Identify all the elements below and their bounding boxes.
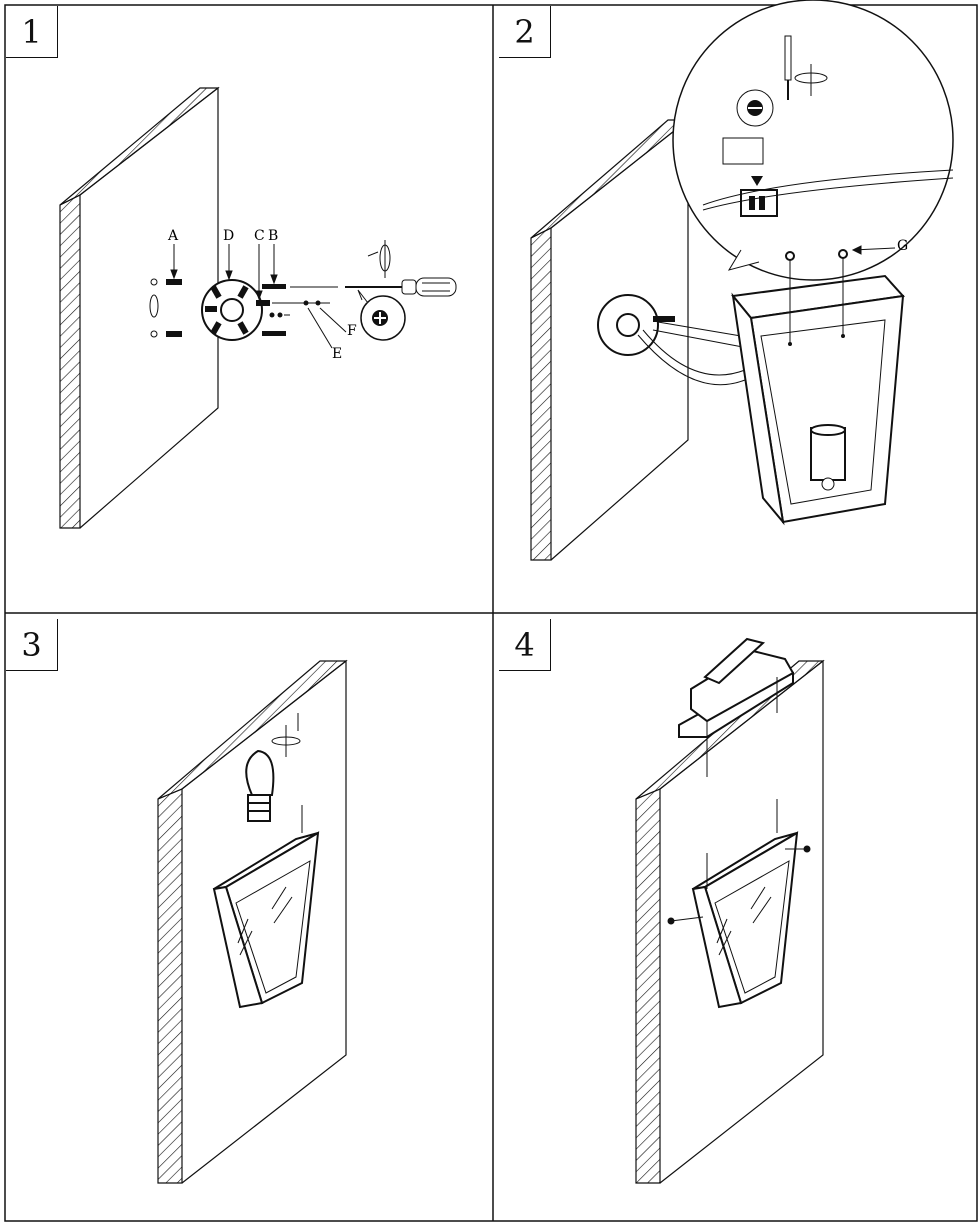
wall (530, 118, 690, 561)
step-4-number: 4 (499, 619, 551, 671)
step-4-illustration (635, 637, 825, 1184)
step-3-illustration (157, 659, 348, 1184)
label-e: E (332, 346, 343, 362)
step-2-panel: 2 (493, 0, 980, 613)
mounting-plate (201, 279, 263, 341)
wall (59, 86, 220, 529)
wall-anchors (166, 279, 182, 337)
step-3-number: 3 (6, 619, 58, 671)
label-f: F (347, 323, 357, 339)
wiring-detail-magnifier (672, 0, 954, 281)
lantern-body (212, 805, 320, 1009)
step-1-panel: 1 (0, 0, 493, 613)
screwdriver (345, 240, 457, 297)
screws (256, 284, 338, 336)
lantern-body (731, 249, 905, 526)
step-4-panel: 4 (493, 613, 980, 1226)
label-b: B (268, 228, 279, 244)
step-2-illustration (530, 0, 954, 561)
lantern-body (667, 799, 811, 1009)
wall-holes (149, 278, 159, 338)
wall (157, 659, 348, 1184)
step-1-illustration (59, 86, 457, 529)
label-g: G (897, 238, 909, 254)
step-2-number: 2 (499, 6, 551, 58)
wall (635, 659, 825, 1184)
mounting-plate (597, 294, 749, 386)
lantern-roof (678, 637, 795, 777)
label-a: A (168, 228, 179, 244)
screw-head-callout (357, 289, 406, 341)
label-c: C (254, 228, 265, 244)
label-d: D (223, 228, 235, 244)
step-3-panel: 3 (0, 613, 493, 1226)
light-bulb (245, 713, 301, 822)
step-1-number: 1 (6, 6, 58, 58)
label-g-leader (851, 245, 896, 255)
label-leaders (170, 244, 347, 349)
